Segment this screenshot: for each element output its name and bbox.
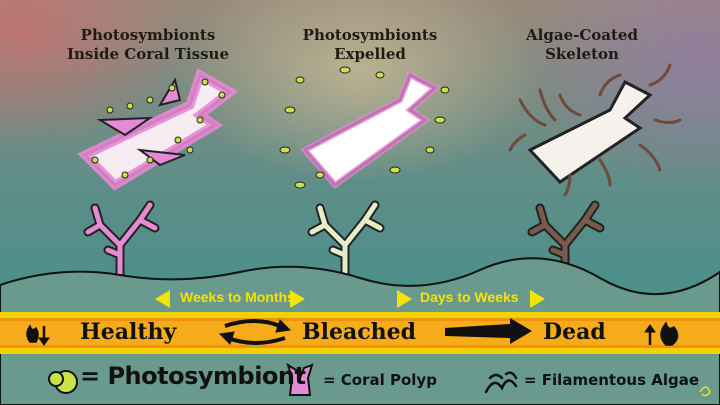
legend-filamentous-algae: = Filamentous Algae xyxy=(524,371,700,389)
panel-title-line: Skeleton xyxy=(545,45,619,63)
temperature-down-icon xyxy=(26,324,50,346)
healthy-coral-closeup xyxy=(77,68,239,191)
stage-label-bleached: Bleached xyxy=(302,319,416,345)
photosymbiont-icon xyxy=(48,370,78,394)
reversible-arrows xyxy=(218,319,292,345)
bleached-coral-closeup xyxy=(279,66,450,190)
filamentous-algae-icon xyxy=(484,371,518,394)
panel-title-dead: Algae-Coated Skeleton xyxy=(482,26,682,64)
panel-title-line: Photosymbionts xyxy=(80,26,216,44)
panel-title-line: Expelled xyxy=(334,45,406,63)
temperature-up-fire-icon xyxy=(644,321,679,346)
stage-label-dead: Dead xyxy=(543,319,606,345)
dead-coral-branch xyxy=(527,200,605,280)
panel-title-line: Algae-Coated xyxy=(526,26,638,44)
coral-polyp-icon xyxy=(286,362,314,396)
panel-title-bleached: Photosymbionts Expelled xyxy=(270,26,470,64)
irreversible-arrow xyxy=(445,318,532,344)
timeline-label-days-to-weeks: Days to Weeks xyxy=(420,289,519,305)
legend-coral-polyp: = Coral Polyp xyxy=(323,371,437,389)
panel-title-line: Photosymbionts xyxy=(302,26,438,44)
panel-title-line: Inside Coral Tissue xyxy=(66,45,229,63)
dead-coral-closeup xyxy=(508,63,682,197)
healthy-coral-branch xyxy=(83,200,160,280)
legend-photosymbiont: = Photosymbiont xyxy=(80,362,306,390)
timeline-arrows xyxy=(155,290,545,308)
bleached-coral-branch xyxy=(307,200,385,280)
stage-label-healthy: Healthy xyxy=(80,319,177,345)
panel-title-healthy: Photosymbionts Inside Coral Tissue xyxy=(48,26,248,64)
artist-signature-icon xyxy=(699,386,711,397)
timeline-label-weeks-to-months: Weeks to Months xyxy=(180,289,295,305)
